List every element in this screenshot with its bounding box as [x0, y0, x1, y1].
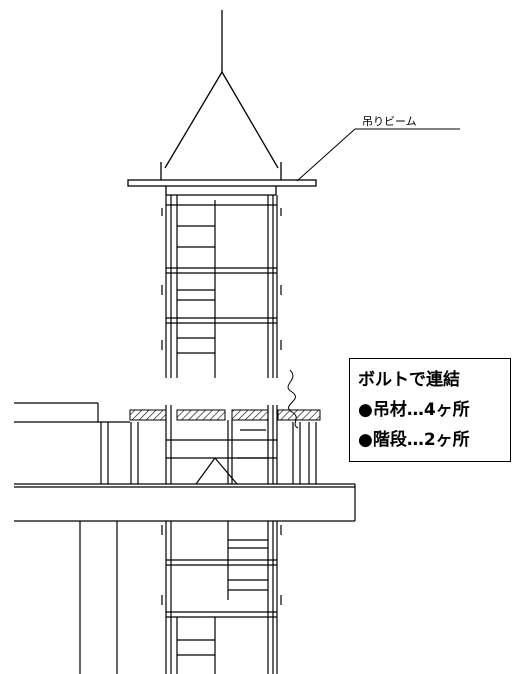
crane-rigging [160, 10, 282, 182]
beam-leader [296, 128, 460, 182]
note-item-stairs: ●階段…2ヶ所 [358, 430, 470, 450]
lower-tower-module [161, 521, 282, 674]
platform-girder [14, 402, 356, 674]
beam-label: 吊りビーム [362, 115, 417, 128]
deck-plates [129, 409, 321, 421]
bolt-note-box: ボルトで連結 ●吊材…4ヶ所 ●階段…2ヶ所 [349, 358, 511, 462]
upper-tower-module [161, 195, 282, 378]
note-item-hangers: ●吊材…4ヶ所 [358, 400, 470, 420]
lifting-beam [127, 179, 317, 196]
lower-tower-top [165, 405, 278, 485]
note-title: ボルトで連結 [358, 370, 460, 390]
break-symbol [287, 369, 299, 429]
